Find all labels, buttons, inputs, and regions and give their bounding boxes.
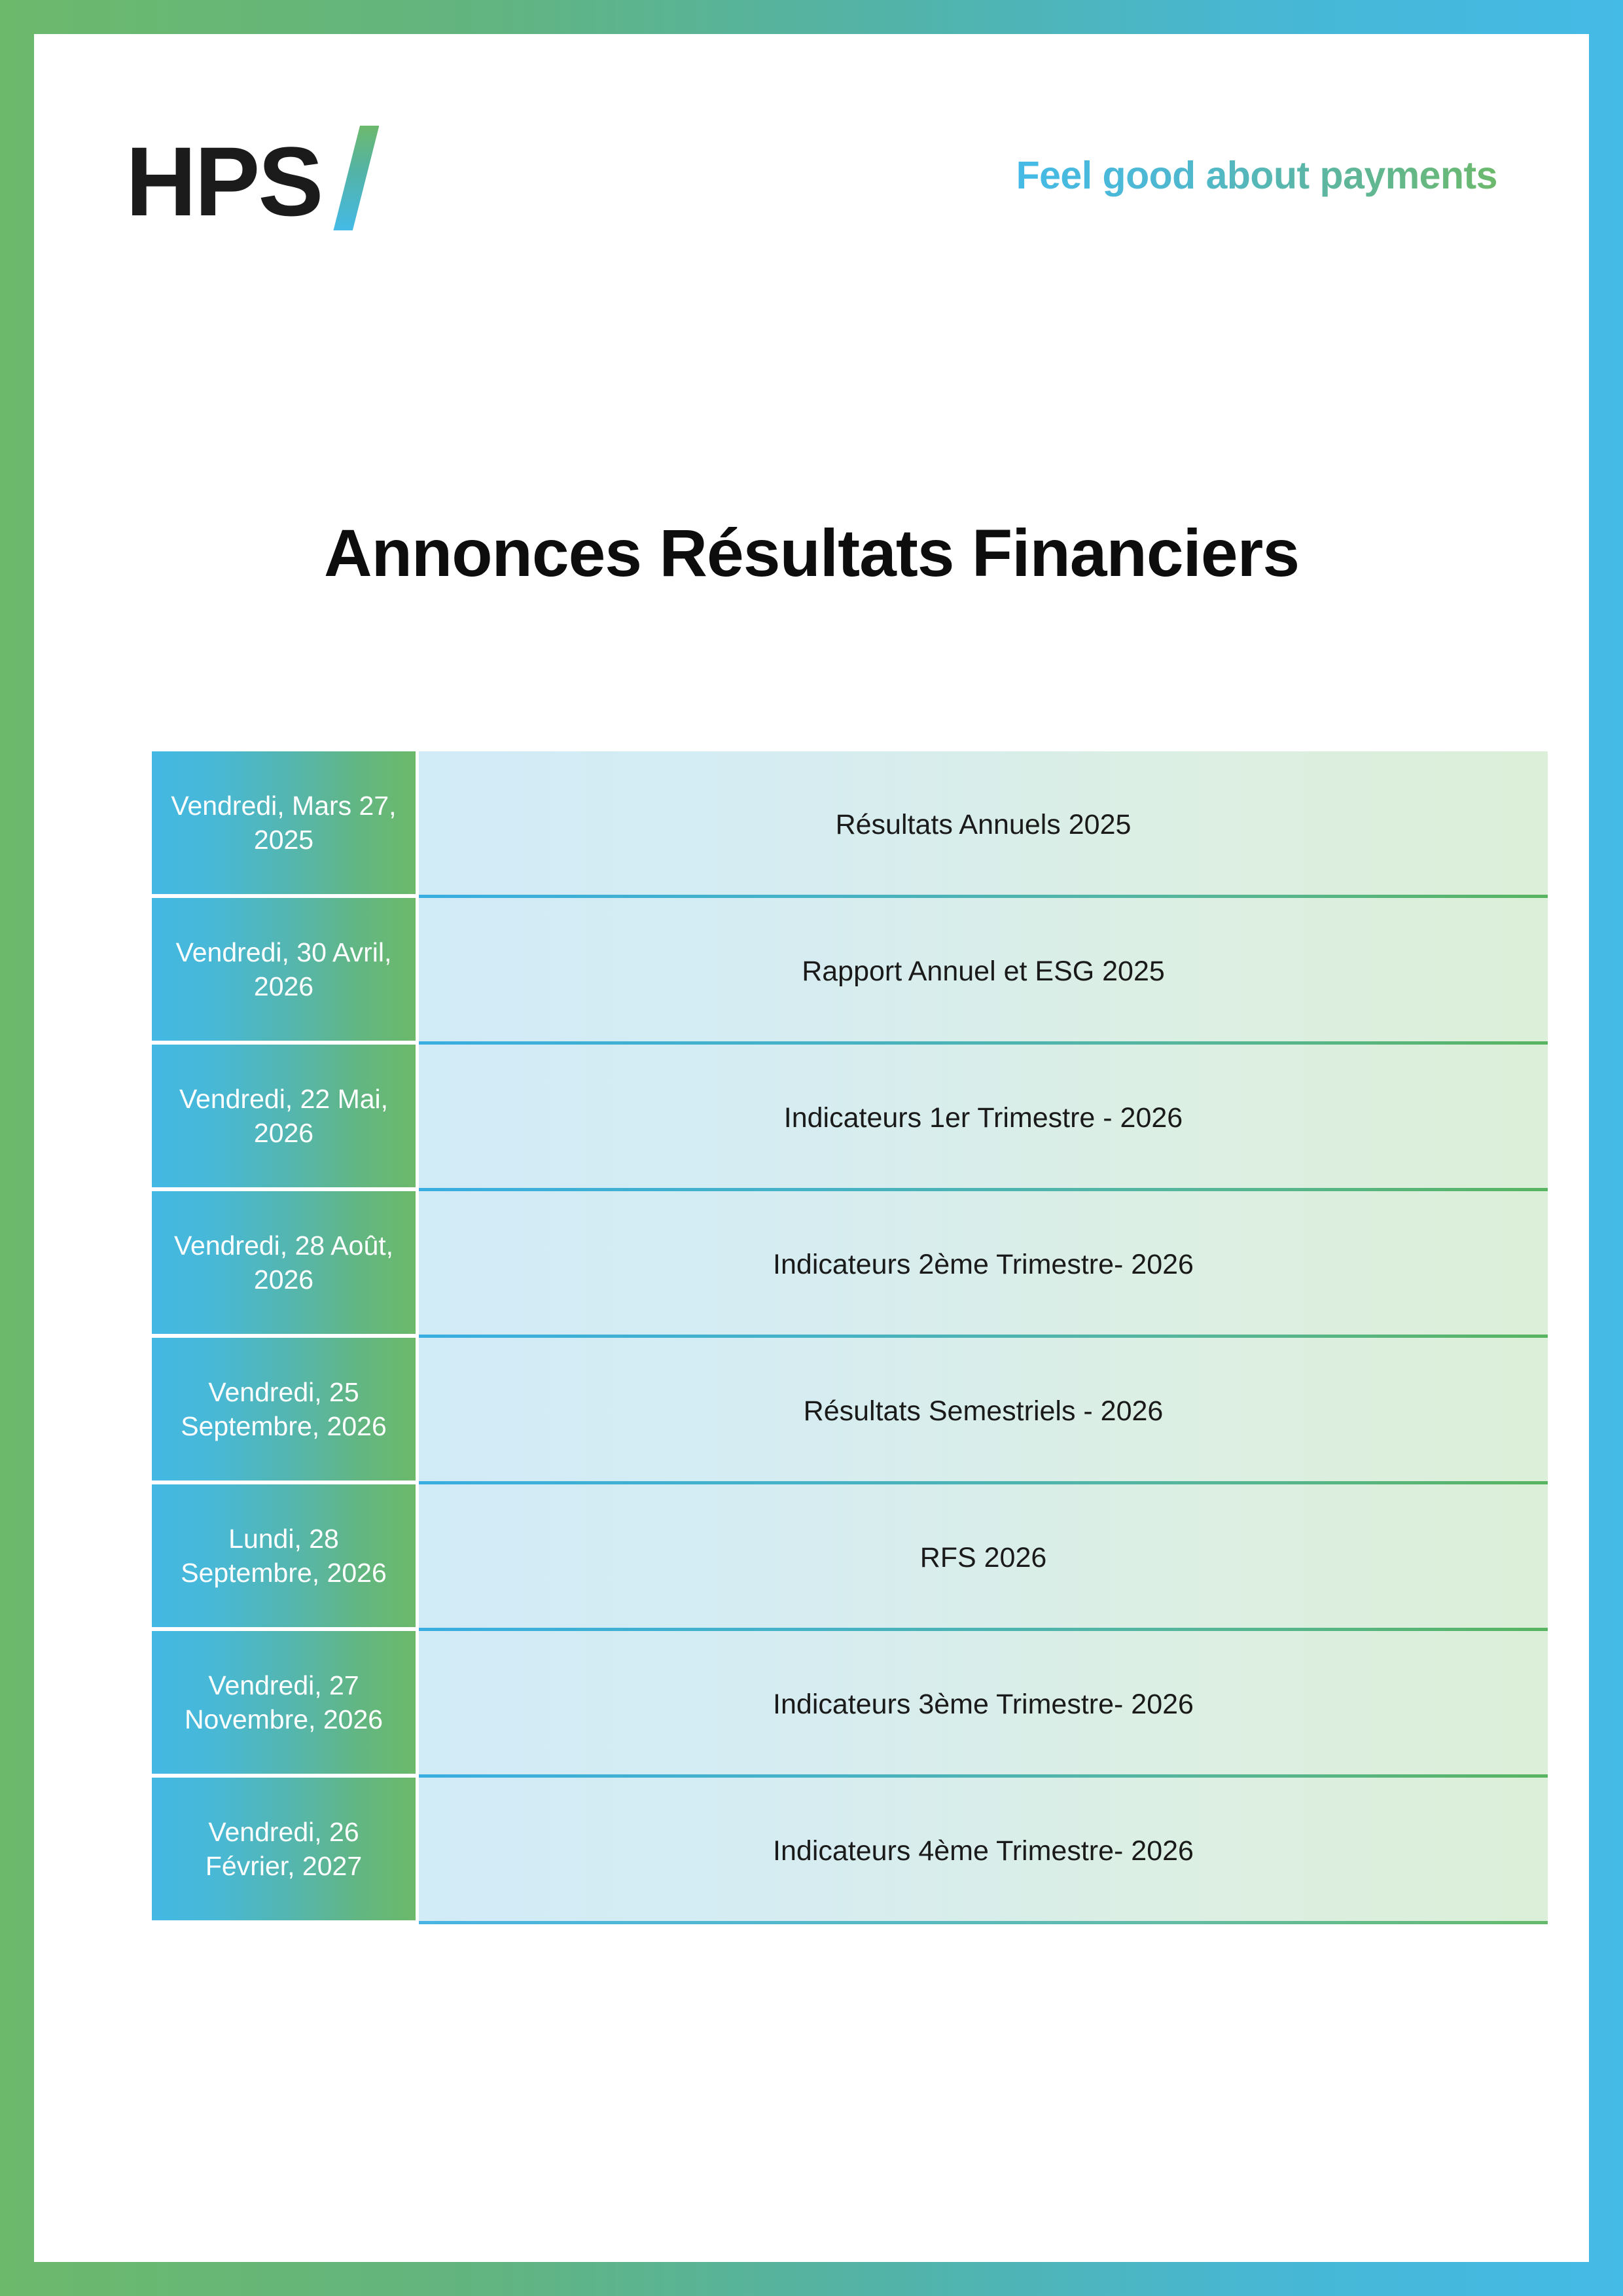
page-header: HPS Feel good about payments (126, 113, 1498, 243)
page-title: Annonces Résultats Financiers (323, 516, 1300, 590)
event-cell: Indicateurs 1er Trimestre - 2026 (419, 1045, 1548, 1191)
event-cell: Indicateurs 3ème Trimestre- 2026 (419, 1631, 1548, 1778)
event-cell: Résultats Annuels 2025 (419, 751, 1548, 898)
event-cell: Résultats Semestriels - 2026 (419, 1338, 1548, 1484)
date-cell: Vendredi, 22 Mai, 2026 (152, 1045, 416, 1191)
page-canvas: HPS Feel good about payments Annonces Ré… (34, 34, 1589, 2262)
event-cell: Rapport Annuel et ESG 2025 (419, 898, 1548, 1045)
logo-wordmark: HPS (126, 126, 323, 236)
brand-tagline: Feel good about payments (1016, 154, 1498, 197)
date-cell: Vendredi, 25 Septembre, 2026 (152, 1338, 416, 1484)
event-cell: Indicateurs 2ème Trimestre- 2026 (419, 1191, 1548, 1338)
brand-slash-icon (333, 126, 380, 230)
date-cell: Lundi, 28 Septembre, 2026 (152, 1484, 416, 1631)
hps-logo: HPS (126, 126, 380, 236)
date-cell: Vendredi, 28 Août, 2026 (152, 1191, 416, 1338)
date-cell: Vendredi, Mars 27, 2025 (152, 751, 416, 898)
event-cell: Indicateurs 4ème Trimestre- 2026 (419, 1778, 1548, 1924)
date-cell: Vendredi, 26 Février, 2027 (152, 1778, 416, 1924)
date-cell: Vendredi, 30 Avril, 2026 (152, 898, 416, 1045)
date-cell: Vendredi, 27 Novembre, 2026 (152, 1631, 416, 1778)
event-cell: RFS 2026 (419, 1484, 1548, 1631)
